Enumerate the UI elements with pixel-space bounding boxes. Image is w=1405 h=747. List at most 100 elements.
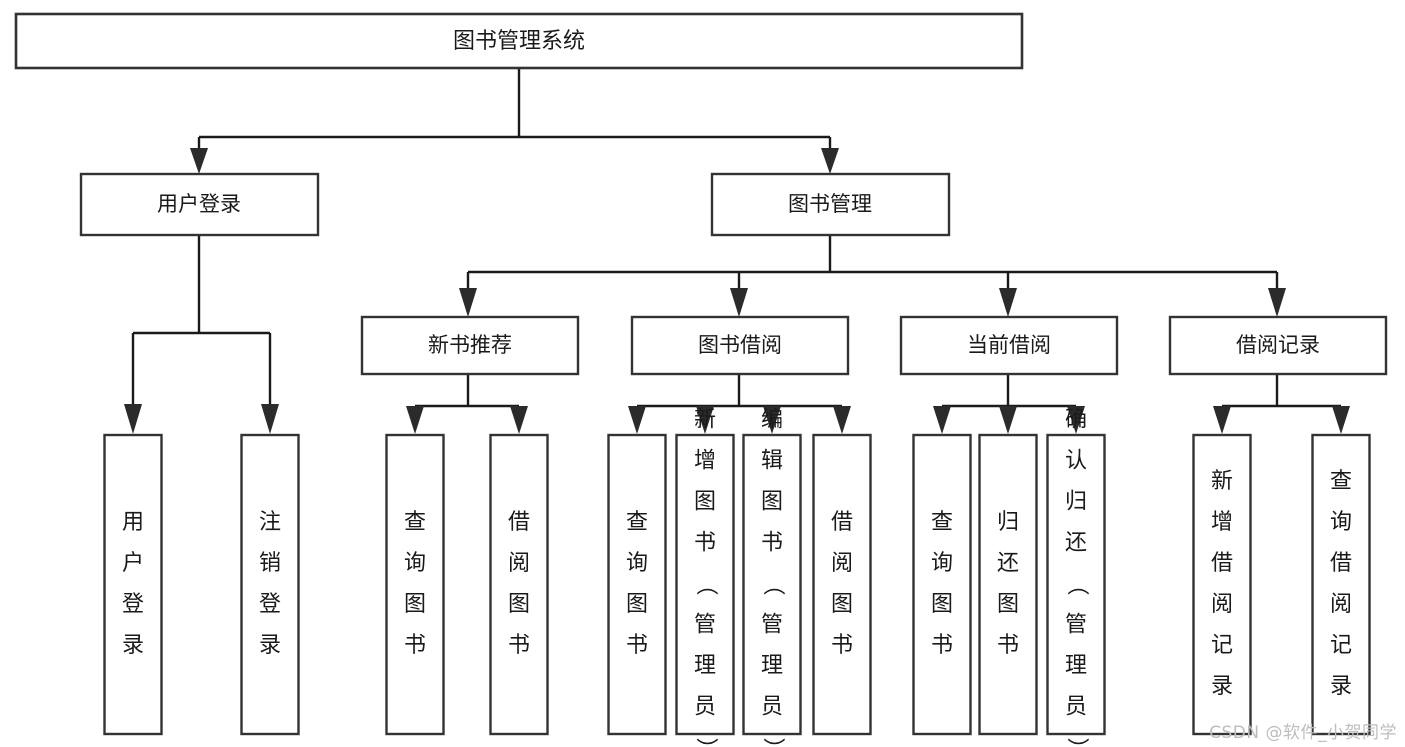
leaf-query-book-2-box[interactable] bbox=[607, 433, 667, 736]
leaf-add-record-label-char: 阅 bbox=[1211, 592, 1233, 617]
root-label: 图书管理系统 bbox=[453, 29, 585, 54]
leaf-node-leaf-user-logout[interactable]: 注销登录注销登录 bbox=[240, 433, 300, 736]
leaf-confirm-return-label-char: 认 bbox=[1065, 449, 1087, 474]
leaf-return-book-label-char: 还 bbox=[997, 551, 1019, 576]
leaf-add-book-label-char: 书 bbox=[694, 531, 716, 556]
arrow-head-current-borrow bbox=[999, 288, 1017, 317]
node-current-borrow[interactable]: 当前借阅 bbox=[899, 315, 1119, 376]
leaf-add-record-label-char: 新 bbox=[1211, 469, 1233, 494]
leaf-query-book-2-label-char: 书 bbox=[626, 633, 648, 658]
arrow-head-user-login bbox=[190, 148, 208, 174]
borrow-record-label: 借阅记录 bbox=[1236, 333, 1320, 357]
leaf-confirm-return-label-char: 理 bbox=[1065, 654, 1087, 679]
root-box[interactable] bbox=[14, 12, 1024, 70]
leaf-add-book-box[interactable] bbox=[675, 433, 735, 736]
leaf-query-book-2-label-char: 询 bbox=[626, 551, 648, 576]
leaf-confirm-return-label-char: 还 bbox=[1065, 531, 1087, 556]
leaf-query-record-label-char: 阅 bbox=[1330, 592, 1352, 617]
leaf-add-book-label-char: 图 bbox=[694, 490, 716, 515]
arrow-head-book-manage bbox=[821, 148, 839, 174]
leaf-query-book-3-label-char: 书 bbox=[931, 633, 953, 658]
new-book-recommend-box[interactable] bbox=[360, 315, 580, 376]
leaf-node-leaf-borrow-book-2[interactable]: 借阅图书借阅图书 bbox=[812, 433, 872, 736]
leaf-add-book-label-char: ） bbox=[693, 737, 718, 747]
node-borrow-record[interactable]: 借阅记录 bbox=[1168, 315, 1388, 376]
leaf-node-leaf-add-record[interactable]: 新增借阅记录新增借阅记录 bbox=[1192, 433, 1252, 736]
leaf-user-logout-label-char: 录 bbox=[259, 633, 281, 658]
leaf-user-login-box[interactable] bbox=[103, 433, 163, 736]
leaf-node-leaf-query-book-2[interactable]: 查询图书查询图书 bbox=[607, 433, 667, 736]
leaf-confirm-return-label-char: 确 bbox=[1065, 408, 1087, 433]
book-manage-label: 图书管理 bbox=[788, 192, 872, 216]
csdn-watermark: CSDN @软件_小贺同学 bbox=[1209, 723, 1397, 743]
leaf-return-book-label-char: 归 bbox=[997, 510, 1019, 535]
arrow-head-query-record bbox=[1332, 406, 1350, 434]
leaf-borrow-book-1-label-char: 阅 bbox=[508, 551, 530, 576]
node-book-borrow[interactable]: 图书借阅 bbox=[630, 315, 850, 376]
leaf-query-book-1-box[interactable] bbox=[385, 433, 445, 736]
leaf-confirm-return-box[interactable] bbox=[1046, 433, 1106, 736]
arrow-head-query-book-2 bbox=[628, 406, 646, 434]
leaf-return-book-label-char: 图 bbox=[997, 592, 1019, 617]
leaf-node-leaf-query-book-3[interactable]: 查询图书查询图书 bbox=[912, 433, 972, 736]
leaf-query-record-box[interactable] bbox=[1311, 433, 1371, 736]
leaf-edit-book-box[interactable] bbox=[742, 433, 802, 736]
leaf-borrow-book-2-label-char: 借 bbox=[831, 510, 853, 535]
leaf-user-login-label-char: 录 bbox=[122, 633, 144, 658]
node-new-book-recommend[interactable]: 新书推荐 bbox=[360, 315, 580, 376]
user-login-box[interactable] bbox=[79, 172, 320, 237]
leaf-borrow-book-2-label-char: 阅 bbox=[831, 551, 853, 576]
current-borrow-box[interactable] bbox=[899, 315, 1119, 376]
leaf-confirm-return-label-char: 管 bbox=[1065, 613, 1087, 638]
leaf-edit-book-label-char: 员 bbox=[761, 695, 783, 720]
leaf-borrow-book-1-label-char: 书 bbox=[508, 633, 530, 658]
node-user-login[interactable]: 用户登录 bbox=[79, 172, 320, 237]
leaf-query-book-3-label-char: 查 bbox=[931, 510, 953, 535]
leaf-borrow-book-1-label-char: 图 bbox=[508, 592, 530, 617]
leaf-node-leaf-query-book-1[interactable]: 查询图书查询图书 bbox=[385, 433, 445, 736]
leaf-confirm-return-label-char: 员 bbox=[1065, 695, 1087, 720]
leaf-query-book-1-label-char: 书 bbox=[404, 633, 426, 658]
leaf-query-book-2-label-char: 图 bbox=[626, 592, 648, 617]
leaf-confirm-return-label-char: （ bbox=[1064, 573, 1089, 595]
leaf-user-logout-label-char: 销 bbox=[259, 551, 281, 576]
leaf-node-leaf-user-login[interactable]: 用户登录用户登录 bbox=[103, 433, 163, 736]
node-root-book-management-system[interactable]: 图书管理系统 bbox=[14, 12, 1024, 70]
leaf-confirm-return-label-char: ） bbox=[1064, 737, 1089, 747]
book-borrow-box[interactable] bbox=[630, 315, 850, 376]
leaf-add-record-label-char: 记 bbox=[1211, 633, 1233, 658]
leaf-borrow-book-1-label-char: 借 bbox=[508, 510, 530, 535]
leaf-query-book-3-label-char: 询 bbox=[931, 551, 953, 576]
arrow-head-query-book-1 bbox=[406, 406, 424, 434]
leaf-query-book-1-label-char: 图 bbox=[404, 592, 426, 617]
leaf-return-book-box[interactable] bbox=[978, 433, 1038, 736]
arrow-head-return-book bbox=[999, 406, 1017, 434]
borrow-record-box[interactable] bbox=[1168, 315, 1388, 376]
leaf-node-leaf-return-book[interactable]: 归还图书归还图书 bbox=[978, 433, 1038, 736]
leaf-edit-book-label-char: 编 bbox=[761, 408, 783, 433]
node-book-manage[interactable]: 图书管理 bbox=[710, 172, 951, 237]
leaf-user-login-label-char: 户 bbox=[122, 551, 144, 576]
leaf-node-leaf-borrow-book-1[interactable]: 借阅图书借阅图书 bbox=[489, 433, 549, 736]
leaf-edit-book-label-char: 理 bbox=[761, 654, 783, 679]
leaf-edit-book-label-char: ） bbox=[760, 737, 785, 747]
leaf-borrow-book-1-box[interactable] bbox=[489, 433, 549, 736]
leaf-query-book-1-label-char: 查 bbox=[404, 510, 426, 535]
leaf-edit-book-label-char: 管 bbox=[761, 613, 783, 638]
leaf-query-book-3-label-char: 图 bbox=[931, 592, 953, 617]
book-manage-box[interactable] bbox=[710, 172, 951, 237]
leaf-add-record-label-char: 增 bbox=[1211, 510, 1233, 535]
leaf-node-leaf-query-record[interactable]: 查询借阅记录查询借阅记录 bbox=[1311, 433, 1371, 736]
arrow-head-borrow-record bbox=[1268, 288, 1286, 317]
leaf-borrow-book-2-box[interactable] bbox=[812, 433, 872, 736]
arrow-head-edit-book bbox=[763, 406, 781, 434]
arrow-head-add-book bbox=[696, 406, 714, 434]
leaf-user-logout-box[interactable] bbox=[240, 433, 300, 736]
leaf-add-record-box[interactable] bbox=[1192, 433, 1252, 736]
leaf-query-book-3-box[interactable] bbox=[912, 433, 972, 736]
